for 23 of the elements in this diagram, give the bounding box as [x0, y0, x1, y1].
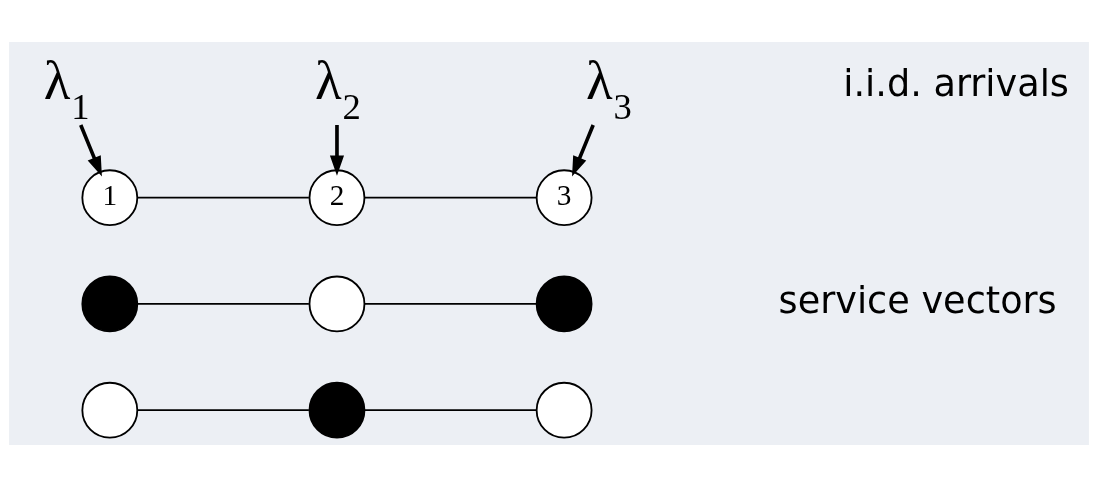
connector: [136, 303, 310, 305]
node-circle: 2: [308, 169, 366, 227]
node-text: λ$_{1}$: [43, 49, 90, 128]
connector: [136, 196, 310, 199]
node-dot: [81, 275, 139, 333]
node-circle: [535, 381, 593, 439]
node-circle: [308, 275, 366, 333]
node-circle: 3: [535, 169, 593, 227]
node-dot: [535, 275, 593, 333]
connector: [136, 409, 310, 412]
node-text: λ$_{3}$: [586, 49, 632, 128]
node-dot: [308, 381, 366, 439]
arrow: [329, 125, 345, 176]
connector: [363, 196, 537, 199]
arrow: [79, 124, 102, 177]
node-circle: 1: [81, 169, 139, 227]
node-text: λ$_{2}$: [314, 49, 361, 128]
arrow: [572, 124, 595, 177]
connector: [363, 409, 537, 412]
node-circle: [81, 381, 139, 439]
label: i.i.d. arrivals: [843, 62, 1069, 106]
connector: [363, 303, 537, 305]
label: service vectors: [778, 279, 1057, 323]
